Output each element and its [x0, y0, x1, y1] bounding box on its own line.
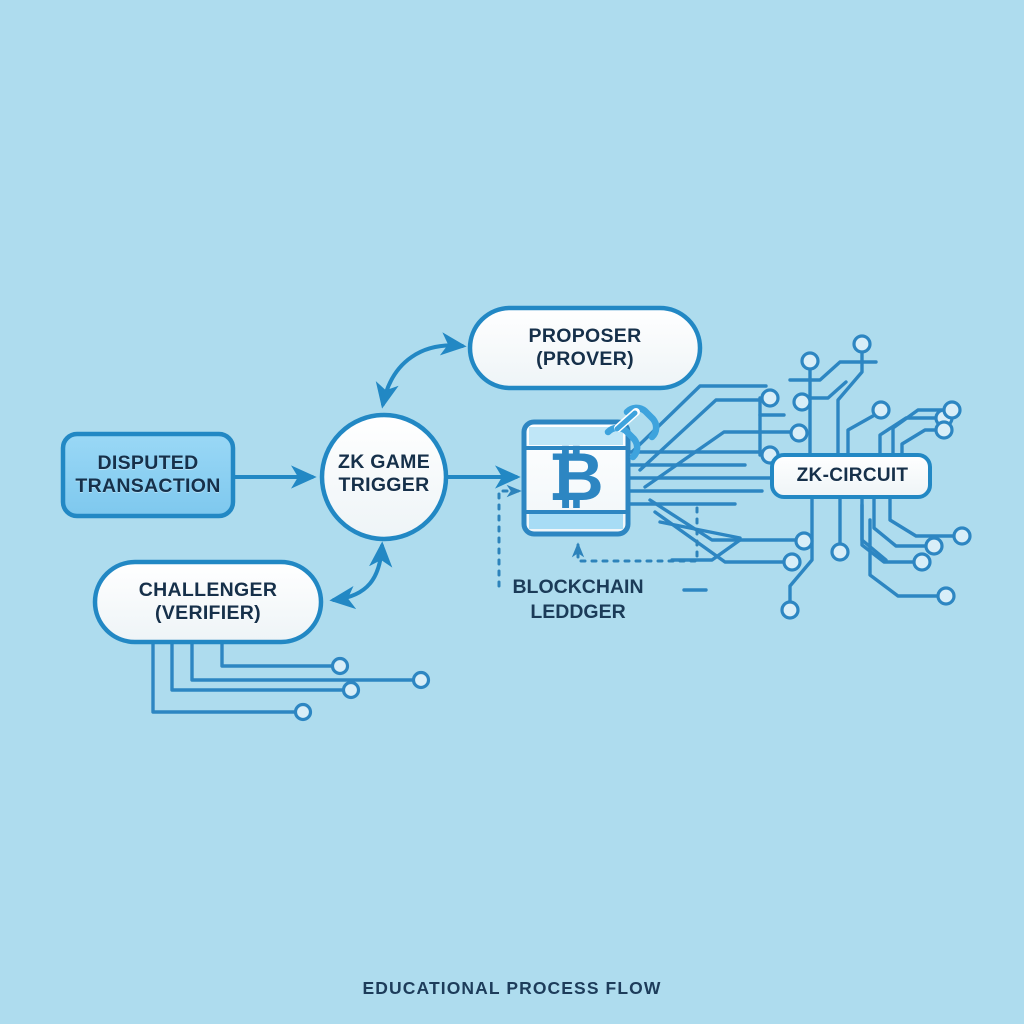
- blockchain-ledger-icon: ₿: [521, 404, 660, 537]
- node-shapes: [60, 305, 932, 645]
- bitcoin-glyph: ₿: [548, 438, 603, 517]
- node-zk-game-trigger-shape: [319, 412, 449, 542]
- arrow-challenger-to-trigger: [329, 541, 393, 610]
- node-disputed-transaction-shape: [60, 431, 236, 519]
- svg-text:₿: ₿: [548, 438, 603, 517]
- node-proposer-shape: [467, 305, 703, 391]
- arrow-trigger-to-proposer: [375, 332, 467, 409]
- circuit-pads-right: [760, 334, 972, 620]
- circuit-trace-fan-challenger: [151, 636, 417, 714]
- chain-link-icon: [604, 404, 660, 461]
- flow-arrows: [233, 332, 521, 610]
- node-zk-circuit-shape: [770, 453, 932, 499]
- circuit-pads-challenger: [293, 656, 431, 722]
- node-challenger-shape: [92, 559, 324, 645]
- ledger-feedback-dotted: [497, 484, 699, 588]
